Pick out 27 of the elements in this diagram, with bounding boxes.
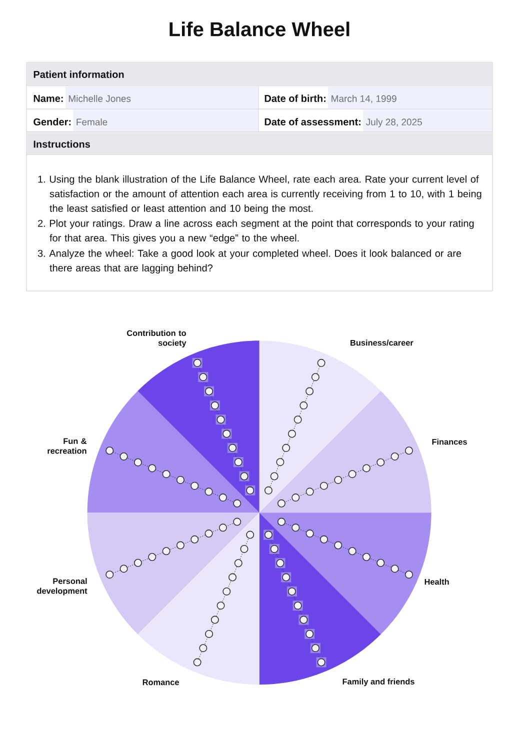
field-label: Name: [34,95,63,102]
segment-label: Contribution to society [126,330,186,348]
field-label: Gender: [34,118,71,126]
wheel-segment [87,390,260,513]
list-item: 3. Analyze the wheel: Take a good look at your completed wheel. Does it look balanced or are there areas that are lagging behind? [38,250,462,274]
input-field: Michelle Jones [68,95,131,102]
wheel-segment [138,340,260,513]
wheel-segment [138,512,260,685]
segment-label: Finances [432,438,467,445]
segment-label: Romance [142,679,179,686]
field-label: Date of assessment: [264,118,360,126]
input-field: Female [76,118,108,126]
list-item: 1. Using the blank illustration of the Life Balance Wheel, rate each area. Rate your current level of satisfaction or the amount of attention each area is currently receiving from 1 to 10, with 1 being the least satisfied or least attention and 10 being the most. [38,175,482,214]
wheel-segment [259,390,432,513]
segment-label: Family and friends [342,678,414,686]
wheel-segment [87,512,260,634]
segment-label: Business/career [350,340,414,346]
field-label: Date of birth: [264,94,326,102]
segment-label: Personal development [37,578,88,596]
section-header: Patient information [26,62,492,86]
list-item: 2. Plot your ratings. Draw a line across each segment at the point that corresponds to your rating for that area. This gives you a new “edge” to the wheel. [38,220,474,244]
segment-label: Fun & recreation [48,438,87,454]
input-field: July 28, 2025 [366,118,422,128]
input-field: March 14, 1999 [332,95,396,104]
segment-label: Health [424,578,449,585]
section-header: Instructions [26,132,492,154]
title: Life Balance Wheel [170,22,350,36]
